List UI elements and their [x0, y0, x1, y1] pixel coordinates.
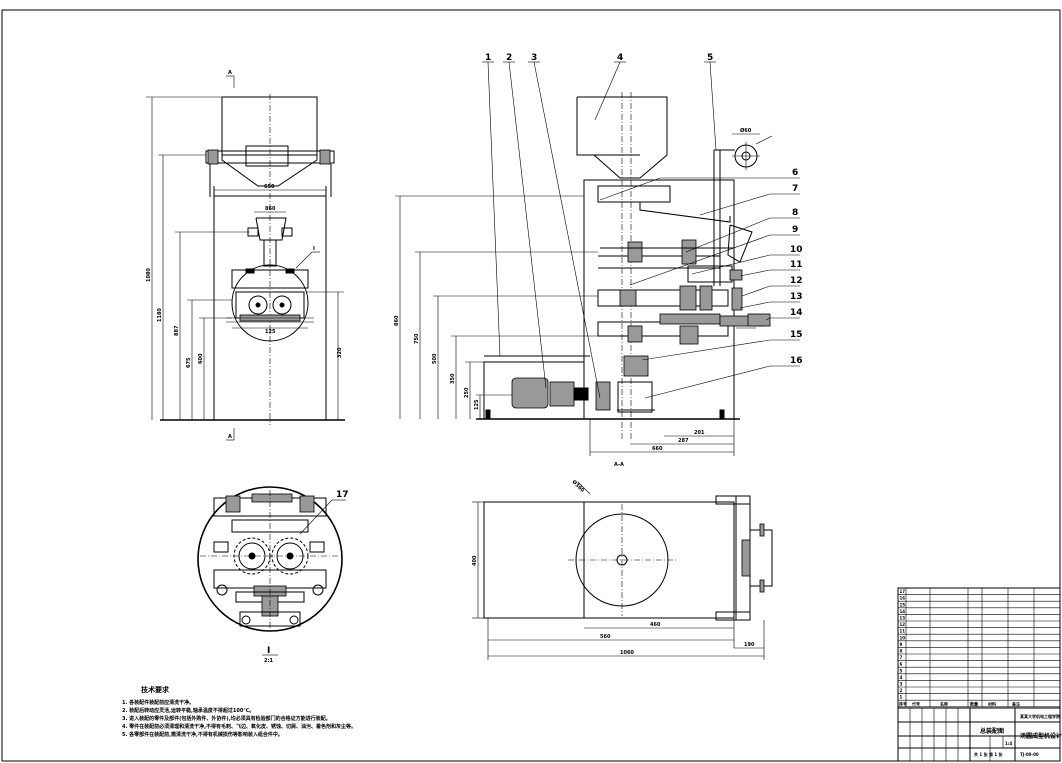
dim-front-4: 600 — [198, 353, 204, 364]
dim-front-1: 1180 — [157, 308, 163, 322]
dim-side-6: 660 — [652, 446, 663, 452]
title-block-sheet: 共 1 张 第 1 张 — [974, 751, 1004, 757]
bom-item-number: 7 — [900, 655, 903, 660]
bom-item-number: 16 — [900, 596, 906, 601]
balloon-5: 5 — [707, 53, 713, 63]
bom-item-number: 10 — [900, 635, 906, 640]
bom-item-number: 5 — [900, 668, 903, 673]
bom-item-number: 13 — [900, 616, 906, 621]
bom-item-number: 9 — [900, 642, 903, 647]
bom-item-number: 1 — [900, 695, 903, 700]
bom-item-number: 11 — [900, 629, 906, 634]
side-view: Ø60 860 750 500 350 250 125 660 287 201 … — [394, 92, 773, 468]
detail-label: I — [267, 646, 270, 656]
bom-header-cell: 名称 — [940, 700, 948, 706]
balloon-13: 13 — [790, 292, 803, 302]
bom-header-cell: 代号 — [911, 700, 920, 706]
section-a-top: A — [228, 70, 232, 76]
detail-mark-front: I — [313, 246, 315, 252]
dim-top-4: 190 — [744, 642, 755, 648]
title-block-project: 汤圆成型机设计 — [1020, 732, 1062, 740]
bom-header-cell: 数量 — [969, 700, 978, 706]
balloon-labels: 1 2 3 4 5 6 7 8 9 10 11 12 13 14 15 16 1… — [336, 53, 803, 500]
balloon-9: 9 — [792, 225, 798, 235]
bom-header-cell: 序号 — [898, 700, 907, 706]
front-view: I A A 1080 1180 887 675 600 320 650 860 … — [146, 70, 345, 441]
dim-side-3: 350 — [450, 373, 456, 384]
balloon-12: 12 — [790, 276, 803, 286]
bom-item-number: 15 — [900, 602, 906, 607]
technical-requirements: 技术要求 1. 各装配件装配前应清洗干净。 2. 装配后转动应灵活,运转平稳,轴… — [122, 685, 356, 738]
balloon-leaders — [299, 61, 800, 535]
dim-front-8: 125 — [265, 329, 276, 335]
dim-side-0: 860 — [394, 315, 400, 326]
dim-top-2: 400 — [472, 555, 478, 566]
dim-side-7: 287 — [678, 438, 689, 444]
dim-front-3: 675 — [186, 357, 192, 368]
title-block: 序号代号 名称 数量 材料 备注 17 1615 14 1312 1110 9 87 65 4 32 1 总装… — [897, 587, 1062, 762]
dim-top-0: 1060 — [620, 650, 634, 656]
bom-item-number: 6 — [900, 662, 903, 667]
section-a-bottom: A — [228, 434, 232, 440]
balloon-11: 11 — [790, 260, 803, 270]
title-block-company: 某某大学机电工程学院 — [1020, 713, 1060, 719]
detail-scale: 2:1 — [264, 658, 273, 664]
balloon-17: 17 — [336, 490, 349, 500]
tech-line-4: 4. 零件在装配前必须清理和清洗干净,不得有毛刺、飞边、氧化皮、锈蚀、切屑、油污… — [122, 723, 356, 730]
tech-line-2: 2. 装配后转动应灵活,运转平稳,轴承温度不得超过100℃。 — [122, 707, 254, 714]
detail-view-i: I 2:1 — [197, 486, 343, 664]
bom-item-number: 4 — [900, 675, 903, 680]
dim-top-3: 460 — [650, 622, 661, 628]
tech-line-1: 1. 各装配件装配前应清洗干净。 — [122, 699, 194, 706]
dim-side-2: 500 — [432, 353, 438, 364]
dim-front-6: 650 — [264, 184, 275, 190]
title-block-title: 总装配图 — [980, 727, 1004, 735]
bom-rows: 序号代号 名称 数量 材料 备注 17 1615 14 1312 1110 9 87 65 4 32 1 — [897, 587, 1061, 708]
tech-heading: 技术要求 — [141, 685, 170, 694]
bom-header-cell: 材料 — [987, 700, 996, 706]
top-view: Ø360 400 1060 560 460 190 — [472, 478, 773, 660]
title-block-drawing-no: TJ-00-00 — [1020, 752, 1039, 757]
balloon-15: 15 — [790, 330, 803, 340]
balloon-6: 6 — [792, 168, 798, 178]
dim-front-0: 1080 — [146, 268, 152, 282]
dim-side-4: 250 — [464, 387, 470, 398]
balloon-10: 10 — [790, 245, 803, 255]
bom-header-cell: 备注 — [1011, 700, 1020, 706]
sheet-border — [1, 9, 1061, 762]
balloon-4: 4 — [617, 53, 623, 63]
balloon-16: 16 — [790, 356, 803, 366]
balloon-8: 8 — [792, 208, 798, 218]
title-block-scale: 1:4 — [1005, 741, 1012, 746]
bom-item-number: 3 — [900, 682, 903, 687]
dim-small-circle: Ø60 — [740, 127, 752, 134]
balloon-3: 3 — [531, 53, 537, 63]
dim-front-2: 887 — [174, 325, 180, 336]
bom-item-number: 8 — [900, 649, 903, 654]
dim-side-8: 201 — [694, 430, 705, 436]
dim-top-1: 560 — [600, 634, 611, 640]
balloon-7: 7 — [792, 184, 798, 194]
dim-front-7: 860 — [265, 206, 276, 212]
bom-item-number: 2 — [900, 688, 903, 693]
dim-front-5: 320 — [337, 347, 343, 358]
balloon-1: 1 — [485, 53, 491, 63]
tech-line-5: 5. 各零部件在装配前,需清洗干净,不得有机械损伤等影响装入组合件中。 — [122, 731, 283, 738]
bom-item-number: 12 — [900, 622, 906, 627]
bom-item-number: 14 — [900, 609, 906, 614]
bom-item-number: 17 — [900, 589, 906, 594]
dim-side-1: 750 — [414, 333, 420, 344]
dim-side-5: 125 — [474, 399, 480, 410]
balloon-14: 14 — [790, 308, 803, 318]
tech-line-3: 3. 进入装配的零件及部件(包括外购件、外协件),均必须具有检验部门的合格证方能… — [122, 715, 331, 722]
section-a-a: A-A — [614, 462, 624, 468]
dim-top-diameter: Ø360 — [571, 478, 587, 494]
balloon-2: 2 — [506, 53, 512, 63]
